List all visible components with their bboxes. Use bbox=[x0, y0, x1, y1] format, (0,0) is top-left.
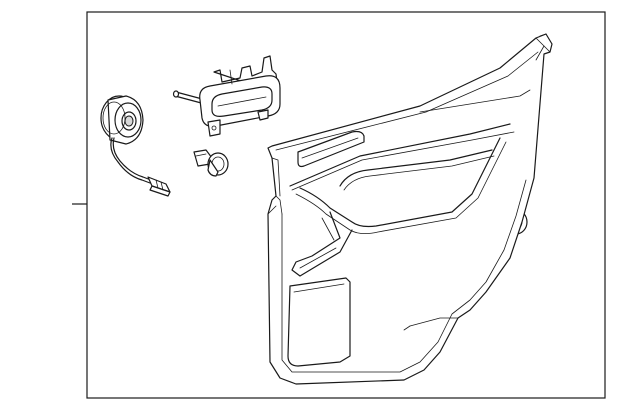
diagram-frame bbox=[86, 11, 606, 399]
door-handle-icon[interactable] bbox=[172, 55, 281, 137]
push-clip-icon[interactable] bbox=[193, 149, 229, 177]
door-trim-panel-icon[interactable] bbox=[267, 33, 553, 385]
wire-connector-icon[interactable] bbox=[110, 137, 171, 197]
speaker-assembly-icon[interactable] bbox=[100, 95, 144, 145]
